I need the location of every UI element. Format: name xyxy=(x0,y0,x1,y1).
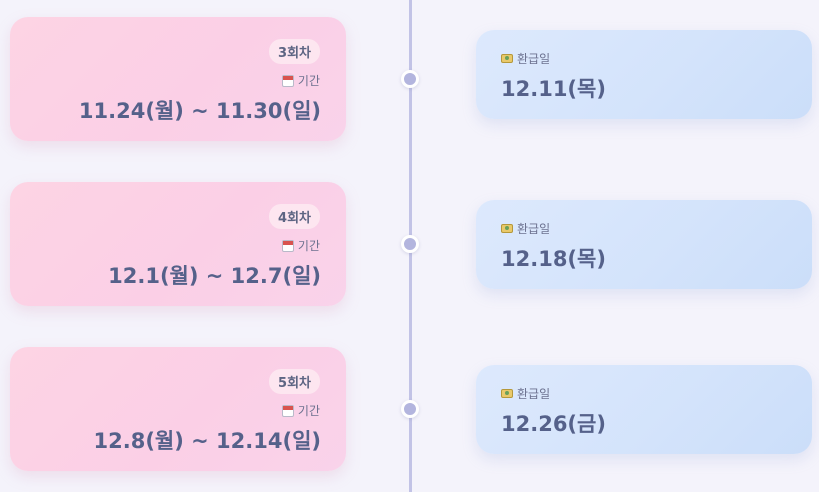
period-card: 3회차 기간 11.24(월) ~ 11.30(일) xyxy=(10,17,346,141)
period-label: 기간 xyxy=(281,237,320,254)
round-badge: 4회차 xyxy=(269,204,320,229)
refund-label: 환급일 xyxy=(501,220,550,237)
refund-card: 환급일 12.18(목) xyxy=(476,200,812,289)
money-icon xyxy=(501,54,513,63)
refund-label: 환급일 xyxy=(501,50,550,67)
timeline-dot xyxy=(401,70,419,88)
calendar-icon xyxy=(281,239,294,252)
refund-label-text: 환급일 xyxy=(517,52,551,66)
refund-label-text: 환급일 xyxy=(517,222,551,236)
period-card: 5회차 기간 12.8(월) ~ 12.14(일) xyxy=(10,347,346,471)
timeline-dot xyxy=(401,235,419,253)
round-badge: 3회차 xyxy=(269,39,320,64)
refund-card: 환급일 12.26(금) xyxy=(476,365,812,454)
calendar-icon xyxy=(281,404,294,417)
refund-date: 12.11(목) xyxy=(501,77,606,101)
calendar-icon xyxy=(281,74,294,87)
refund-card: 환급일 12.11(목) xyxy=(476,30,812,119)
period-value: 11.24(월) ~ 11.30(일) xyxy=(78,99,321,123)
round-badge: 5회차 xyxy=(269,369,320,394)
period-label: 기간 xyxy=(281,402,320,419)
refund-date: 12.18(목) xyxy=(501,247,606,271)
refund-label: 환급일 xyxy=(501,385,550,402)
refund-label-text: 환급일 xyxy=(517,387,551,401)
timeline-dot xyxy=(401,400,419,418)
period-value: 12.8(월) ~ 12.14(일) xyxy=(93,429,322,453)
period-label-text: 기간 xyxy=(297,239,320,253)
period-label-text: 기간 xyxy=(297,404,320,418)
money-icon xyxy=(501,389,513,398)
period-value: 12.1(월) ~ 12.7(일) xyxy=(108,264,321,288)
period-label: 기간 xyxy=(281,72,320,89)
money-icon xyxy=(501,224,513,233)
period-label-text: 기간 xyxy=(297,74,320,88)
period-card: 4회차 기간 12.1(월) ~ 12.7(일) xyxy=(10,182,346,306)
refund-date: 12.26(금) xyxy=(501,412,606,436)
